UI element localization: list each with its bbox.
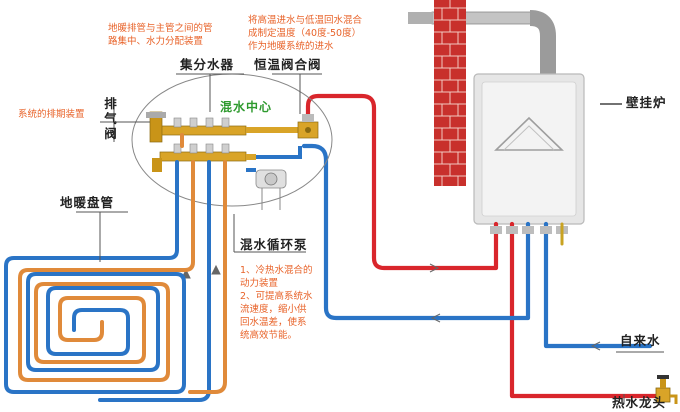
boiler-label: 壁挂炉	[626, 95, 667, 110]
mixing-valve	[297, 114, 319, 139]
manifold	[146, 111, 300, 172]
floor-coil-label: 地暖盘管	[60, 195, 115, 210]
manifold-note-line-2: 路集中、水力分配装置	[108, 36, 204, 47]
circulation-pump-label: 混水循环泵	[240, 237, 308, 252]
pump-note: 1、冷热水混合的 动力装置 2、可提高系统水 流速度，缩小供 回水温差，使系 统…	[240, 264, 313, 342]
mixing-center-label: 混水中心	[220, 100, 273, 114]
faucet-icon	[655, 375, 678, 404]
manifold-branches	[175, 133, 227, 198]
hot-tap-label: 热水龙头	[612, 395, 667, 410]
pump-note-line-5: 回水温差，使系	[240, 317, 307, 328]
chimney	[434, 0, 466, 186]
manifold-note-line-1: 地暖排管与主管之间的管	[108, 23, 213, 34]
manifold-note: 地暖排管与主管之间的管 路集中、水力分配装置	[108, 22, 213, 48]
mixing-valve-note-line-3: 作为地暖系统的进水	[248, 41, 334, 52]
mixing-valve-note-line-1: 将高温进水与低温回水混合	[248, 15, 363, 26]
pump-note-line-3: 2、可提高系统水	[240, 291, 313, 302]
mixing-valve-label: 恒温阀合阀	[254, 57, 322, 72]
pump-note-line-6: 统高效节能。	[240, 330, 298, 341]
circulation-pump	[246, 146, 302, 210]
manifold-label: 集分水器	[180, 57, 235, 72]
exhaust-note: 系统的排期装置	[18, 109, 85, 120]
mixing-valve-note: 将高温进水与低温回水混合 成制定温度（40度-50度） 作为地暖系统的进水	[248, 14, 362, 53]
mixing-valve-note-line-2: 成制定温度（40度-50度）	[248, 28, 362, 39]
pump-note-line-4: 流速度，缩小供	[240, 304, 307, 315]
flow-arrows	[181, 263, 601, 351]
pump-note-line-1: 1、冷热水混合的	[240, 265, 313, 276]
pump-note-line-2: 动力装置	[240, 278, 279, 289]
flue-pipe	[408, 10, 556, 82]
leader-lines	[76, 73, 664, 404]
exhaust-valve-label: 排气阀	[104, 96, 118, 141]
tap-water-label: 自来水	[620, 333, 661, 348]
wall-boiler	[473, 73, 622, 225]
floor-coil	[4, 192, 227, 402]
